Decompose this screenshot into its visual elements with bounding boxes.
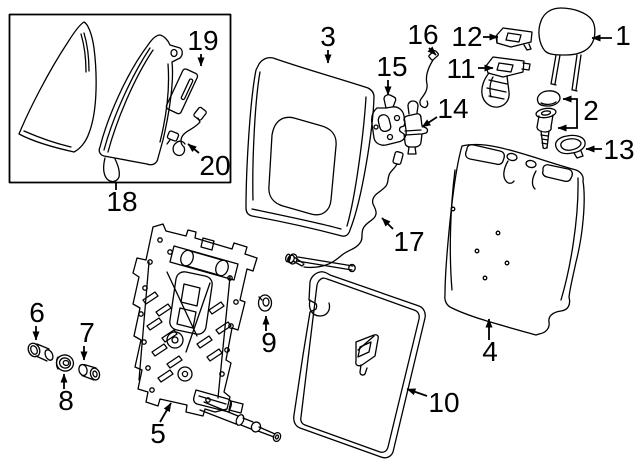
- part-15-bracket: [371, 94, 407, 146]
- part-4-seat-back-pad: [444, 143, 585, 336]
- arrow-10: [406, 388, 428, 397]
- callout-label-1: 1: [615, 20, 631, 51]
- part-5-seat-frame: [132, 223, 258, 417]
- arrow-5: [159, 402, 172, 423]
- part-17-release-cable: [285, 150, 404, 273]
- part-16-cable: [419, 50, 440, 109]
- arrow-17: [381, 217, 394, 230]
- callout-label-14: 14: [437, 93, 469, 124]
- callout-label-4: 4: [482, 336, 498, 367]
- callout-label-15: 15: [376, 51, 408, 82]
- callout-label-7: 7: [79, 317, 95, 348]
- callout-label-10: 10: [428, 387, 460, 418]
- part-12-headrest-guide-cap: [495, 27, 533, 51]
- callout-label-12: 12: [451, 21, 483, 52]
- callout-label-3: 3: [320, 21, 336, 52]
- callout-label-2: 2: [583, 95, 599, 126]
- callout-label-19: 19: [187, 25, 219, 56]
- part-8-grommet: [55, 354, 75, 372]
- callout-label-13: 13: [603, 134, 635, 165]
- callout-label-16: 16: [407, 19, 439, 50]
- part-1-headrest: [538, 7, 596, 92]
- callout-label-18: 18: [106, 186, 138, 217]
- callout-label-20: 20: [199, 150, 231, 181]
- part-2-bolt: [535, 107, 557, 150]
- callout-label-8: 8: [58, 385, 74, 416]
- callout-label-11: 11: [446, 53, 476, 84]
- callout-arrows: [32, 33, 612, 423]
- part-5-recliner-rod: [199, 401, 282, 443]
- part-18-trim-panel-left: [18, 21, 97, 153]
- part-6-pin: [27, 342, 54, 362]
- part-hinge-screw: [287, 254, 305, 267]
- part-20-wire-harness: [166, 106, 207, 157]
- arrow-2b: [557, 112, 578, 132]
- part-9-ring: [257, 294, 273, 312]
- part-10-back-panel: [293, 271, 426, 459]
- callout-label-6: 6: [29, 297, 45, 328]
- part-2-cap: [536, 90, 561, 107]
- part-19-bracket: [165, 68, 199, 115]
- callout-label-5: 5: [150, 418, 166, 449]
- arrow-14: [421, 116, 438, 128]
- part-13-bezel: [554, 134, 586, 159]
- part-18-trim-panel-right: [98, 34, 183, 183]
- callout-label-9: 9: [261, 327, 277, 358]
- part-11-headrest-guide-sleeve: [481, 56, 531, 108]
- arrow-2a: [562, 95, 578, 112]
- arrow-16: [427, 46, 437, 56]
- part-7-bushing: [78, 363, 101, 381]
- callout-label-17: 17: [393, 226, 425, 257]
- part-14-latch: [398, 100, 429, 155]
- part-3-seat-back-cushion: [245, 57, 375, 237]
- inset-box-trim-panels: [8, 13, 232, 184]
- arrow-20: [187, 143, 200, 154]
